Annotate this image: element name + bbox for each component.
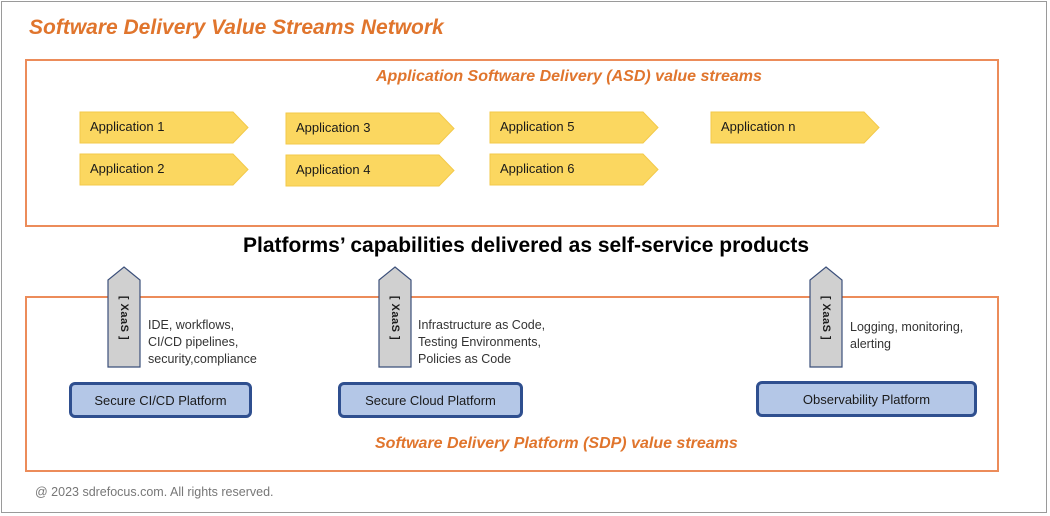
asd-caption: Application Software Delivery (ASD) valu… (376, 68, 762, 85)
chevron-shape (489, 111, 659, 144)
capability-line: Infrastructure as Code, (418, 318, 546, 332)
capability-line: Testing Environments, (418, 335, 541, 349)
app-chevron-4: Application 4 (285, 154, 455, 187)
xaas-label: [ XaaS ] (389, 295, 401, 341)
app-label: Application 2 (90, 161, 165, 176)
cloud-capabilities: Infrastructure as Code, Testing Environm… (418, 317, 545, 368)
up-arrow-icon (378, 266, 412, 368)
diagram-title: Software Delivery Value Streams Network (29, 16, 444, 39)
chevron-shape (285, 154, 455, 187)
capability-line: CI/CD pipelines, (148, 335, 239, 349)
platform-observability: Observability Platform (756, 381, 977, 417)
capability-line: security,compliance (148, 352, 257, 366)
sdp-value-streams-box (25, 296, 999, 472)
xaas-arrow-cicd: [ XaaS ] (107, 266, 141, 368)
platform-secure-cicd: Secure CI/CD Platform (69, 382, 252, 418)
app-chevron-n: Application n (710, 111, 880, 144)
app-label: Application n (721, 119, 796, 134)
capability-line: IDE, workflows, (148, 318, 235, 332)
app-chevron-6: Application 6 (489, 153, 659, 186)
chevron-shape (79, 111, 249, 144)
cicd-capabilities: IDE, workflows, CI/CD pipelines, securit… (148, 317, 257, 368)
app-chevron-2: Application 2 (79, 153, 249, 186)
asd-value-streams-box (25, 59, 999, 227)
app-label: Application 6 (500, 161, 575, 176)
app-chevron-1: Application 1 (79, 111, 249, 144)
platform-secure-cloud: Secure Cloud Platform (338, 382, 523, 418)
xaas-label: [ XaaS ] (118, 295, 130, 341)
chevron-shape (285, 112, 455, 145)
capability-line: Logging, monitoring, (850, 320, 964, 334)
platforms-headline: Platforms’ capabilities delivered as sel… (243, 234, 810, 257)
xaas-label: [ XaaS ] (820, 295, 832, 341)
app-label: Application 1 (90, 119, 165, 134)
app-label: Application 3 (296, 120, 371, 135)
chevron-shape (489, 153, 659, 186)
up-arrow-icon (809, 266, 843, 368)
app-label: Application 4 (296, 162, 371, 177)
copyright-footer: @ 2023 sdrefocus.com. All rights reserve… (35, 485, 274, 499)
capability-line: alerting (850, 337, 891, 351)
capability-line: Policies as Code (418, 352, 512, 366)
app-label: Application 5 (500, 119, 575, 134)
xaas-arrow-cloud: [ XaaS ] (378, 266, 412, 368)
sdp-caption: Software Delivery Platform (SDP) value s… (375, 435, 738, 452)
observability-capabilities: Logging, monitoring, alerting (850, 319, 963, 353)
xaas-arrow-observability: [ XaaS ] (809, 266, 843, 368)
up-arrow-icon (107, 266, 141, 368)
chevron-shape (79, 153, 249, 186)
chevron-shape (710, 111, 880, 144)
app-chevron-5: Application 5 (489, 111, 659, 144)
app-chevron-3: Application 3 (285, 112, 455, 145)
